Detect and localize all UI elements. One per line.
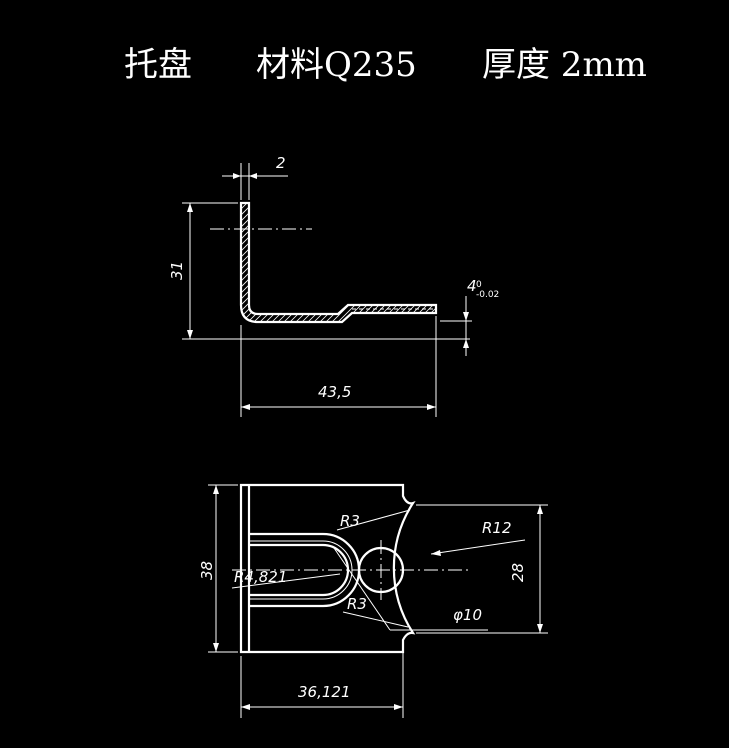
- dim-arrow: [187, 330, 193, 339]
- dim-arrow: [394, 704, 403, 710]
- leader-hole: [333, 547, 391, 631]
- hatch-line: [241, 203, 363, 322]
- hatch-line: [377, 203, 436, 322]
- hatch-line: [241, 203, 249, 322]
- offset-dimension-text: 4: [467, 277, 477, 295]
- hatch-line: [389, 203, 436, 322]
- hatch-line: [241, 203, 351, 322]
- drawing-title: 托盘 材料Q235 厚度 2mm: [124, 45, 647, 85]
- hatch-line: [468, 190, 608, 330]
- hatch-line: [66, 190, 206, 330]
- hatch-line: [419, 203, 436, 322]
- hatch-line: [407, 203, 436, 322]
- hatch-line: [371, 203, 436, 322]
- title-thickness: 厚度 2mm: [482, 45, 647, 85]
- hatch-line: [90, 190, 230, 330]
- dim-arrow: [233, 173, 241, 179]
- hatch-line: [241, 203, 255, 322]
- hatch-line: [241, 203, 345, 322]
- hatch-line: [241, 203, 303, 322]
- hatch-line: [241, 203, 297, 322]
- width-dimension-text: 36,121: [298, 683, 351, 701]
- hatch-line: [444, 190, 584, 330]
- side-view: 2 31 43,5 4 0 -0.02: [60, 154, 614, 417]
- radius-r3-top-label: R3: [340, 512, 360, 530]
- title-material: 材料Q235: [256, 45, 417, 85]
- title-part-name: 托盘: [124, 45, 192, 85]
- height-dimension-text: 31: [168, 261, 186, 280]
- hatch-line: [241, 203, 315, 322]
- leader-r3-bottom: [342, 611, 409, 628]
- thickness-dimension-text: 2: [276, 154, 286, 172]
- dim-arrow: [463, 312, 469, 321]
- hatch-line: [383, 203, 436, 322]
- hatch-line: [60, 190, 200, 330]
- dim-arrow: [249, 173, 257, 179]
- hatch-line: [413, 203, 436, 322]
- leader-r12: [430, 539, 526, 555]
- section-hatching: [60, 190, 614, 330]
- hatch-line: [438, 190, 578, 330]
- hatch-line: [450, 190, 590, 330]
- dim-arrow: [187, 203, 193, 212]
- notch-dimension-text: 28: [509, 563, 527, 582]
- hatch-line: [329, 203, 436, 322]
- hatch-line: [287, 203, 429, 322]
- top-view: 38 28 36,121 R3 R12 R4,821 φ10 R3: [198, 483, 548, 718]
- offset-tolerance-lower: -0.02: [476, 290, 499, 300]
- dim-arrow: [213, 643, 219, 652]
- leader-slot-radius: [231, 573, 341, 589]
- hatch-line: [251, 203, 393, 322]
- dim-arrow: [537, 624, 543, 633]
- offset-tolerance-upper: 0: [476, 280, 482, 290]
- hole-diameter-label: φ10: [453, 606, 482, 624]
- hatch-line: [84, 190, 224, 330]
- hatch-line: [241, 203, 339, 322]
- radius-r12-label: R12: [482, 519, 512, 537]
- hatch-line: [456, 190, 596, 330]
- hatch-line: [335, 203, 436, 322]
- hatch-line: [241, 203, 357, 322]
- hatch-line: [245, 203, 387, 322]
- radius-slot-label: R4,821: [234, 568, 287, 586]
- hatch-line: [241, 203, 243, 322]
- hatch-line: [241, 203, 333, 322]
- dim-arrow: [537, 505, 543, 514]
- hatch-line: [401, 203, 436, 322]
- plate-outline: [239, 483, 416, 654]
- dim-arrow: [427, 404, 436, 410]
- hatch-line: [293, 203, 435, 322]
- hatch-line: [241, 203, 267, 322]
- dim-arrow: [241, 404, 250, 410]
- hatch-line: [241, 203, 279, 322]
- radius-r3-bottom-label: R3: [347, 595, 367, 613]
- length-dimension-text: 43,5: [318, 383, 351, 401]
- hatch-line: [96, 190, 236, 330]
- hatch-line: [78, 190, 218, 330]
- slot-middle-line: [249, 540, 353, 600]
- dim-arrow: [463, 339, 469, 348]
- hatch-line: [462, 190, 602, 330]
- hatch-line: [474, 190, 614, 330]
- leader-r3-top: [336, 509, 411, 531]
- dim-arrow: [213, 485, 219, 494]
- hatch-line: [395, 203, 436, 322]
- hatch-line: [431, 203, 436, 322]
- hatch-line: [365, 203, 436, 322]
- hatch-line: [425, 203, 436, 322]
- hatch-line: [241, 203, 291, 322]
- hatch-line: [241, 203, 327, 322]
- hatch-line: [241, 203, 273, 322]
- dim-arrow: [241, 704, 250, 710]
- plate-height-dimension-text: 38: [198, 561, 216, 580]
- hatch-line: [241, 203, 285, 322]
- dim-arrow: [431, 550, 441, 556]
- side-profile-outline: [239, 201, 438, 324]
